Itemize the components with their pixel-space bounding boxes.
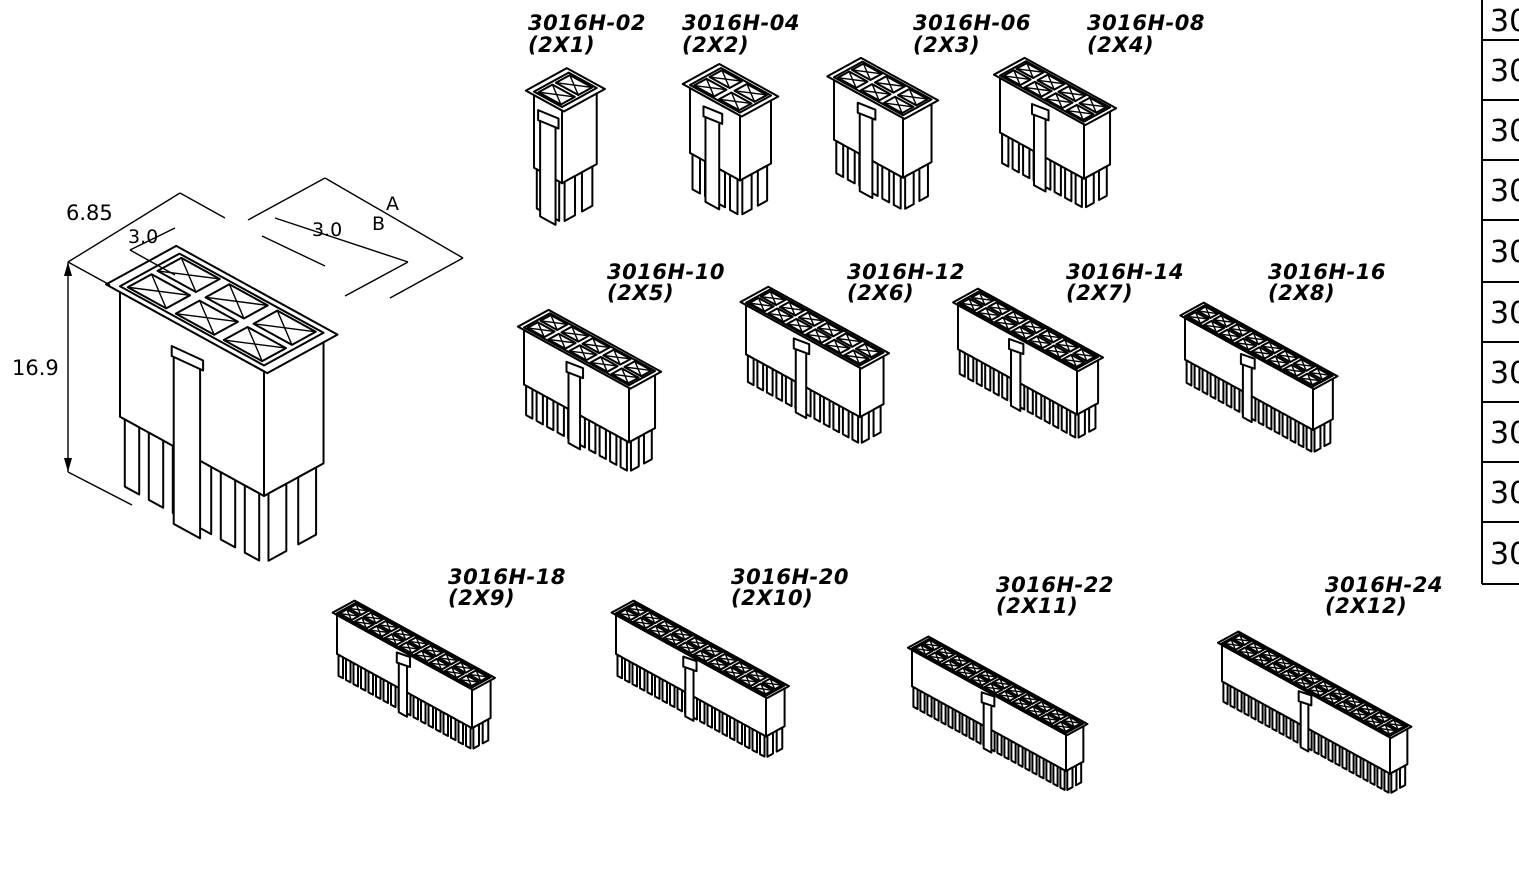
- part-label: 3016H-18: [448, 565, 566, 589]
- part-config-label: (2X5): [607, 281, 674, 305]
- connector-2x7: [952, 287, 1105, 439]
- part-config-label: (2X6): [847, 281, 914, 305]
- connector-2x11: [906, 635, 1089, 791]
- part-label: 3016H-10: [607, 260, 725, 284]
- part-label: 3016H-08: [1087, 11, 1205, 35]
- part-labels: 3016H-02 (2X1) 3016H-04 (2X2) 3016H-06 (…: [448, 11, 1443, 618]
- table-cell: 30: [1490, 174, 1519, 209]
- part-table: 30 30 30 30 30 30 30 30 30 30: [1481, 0, 1519, 585]
- part-config-label: (2X2): [682, 33, 749, 57]
- table-cell: 30: [1490, 476, 1519, 511]
- table-cell: 30: [1490, 54, 1519, 89]
- part-config-label: (2X7): [1066, 281, 1133, 305]
- connector-2x10: [610, 599, 790, 758]
- part-label: 3016H-04: [682, 11, 800, 35]
- table-cell: 30: [1490, 114, 1519, 149]
- part-config-label: (2X11): [996, 594, 1078, 618]
- connector-2x6: [739, 285, 891, 444]
- connector-2x3: [826, 56, 940, 210]
- part-config-label: (2X3): [913, 33, 980, 57]
- part-label: 3016H-02: [528, 11, 646, 35]
- part-label: 3016H-16: [1268, 260, 1386, 284]
- dim-pitch-right-label: 3.0: [312, 219, 342, 241]
- table-cell: 30: [1490, 356, 1519, 391]
- part-config-label: (2X9): [448, 586, 515, 610]
- part-label: 3016H-12: [847, 260, 965, 284]
- table-cell: 30: [1490, 4, 1519, 39]
- dim-b-label: B: [372, 213, 385, 235]
- connector-variants: [331, 56, 1413, 794]
- part-config-label: (2X4): [1087, 33, 1154, 57]
- dim-a-label: A: [386, 193, 399, 215]
- table-cell: 30: [1490, 235, 1519, 270]
- connector-2x1: [524, 67, 606, 226]
- table-cell: 30: [1490, 296, 1519, 331]
- part-label: 3016H-22: [996, 573, 1114, 597]
- part-label: 3016H-20: [731, 565, 849, 589]
- connector-2x12: [1216, 630, 1413, 794]
- connector-main-2x3: [105, 244, 339, 562]
- table-cell: 30: [1490, 537, 1519, 572]
- part-config-label: (2X10): [731, 586, 813, 610]
- connector-2x5: [516, 308, 663, 472]
- connector-2x9: [331, 599, 496, 750]
- connector-2x4: [992, 56, 1118, 209]
- main-connector-view: [105, 244, 339, 562]
- dimension-lines: [64, 177, 464, 506]
- part-label: 3016H-06: [913, 11, 1031, 35]
- part-config-label: (2X12): [1325, 594, 1407, 618]
- dim-depth-label: 6.85: [66, 201, 113, 225]
- dim-height-label: 16.9: [12, 356, 59, 380]
- part-config-label: (2X1): [528, 33, 595, 57]
- part-config-label: (2X8): [1268, 281, 1335, 305]
- connector-2x8: [1179, 301, 1339, 453]
- part-label: 3016H-24: [1325, 573, 1443, 597]
- dim-pitch-left-label: 3.0: [128, 226, 158, 248]
- part-label: 3016H-14: [1066, 260, 1184, 284]
- table-cell: 30: [1490, 416, 1519, 451]
- connector-2x2: [681, 62, 780, 216]
